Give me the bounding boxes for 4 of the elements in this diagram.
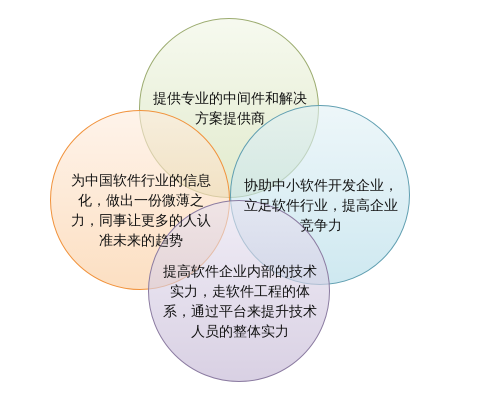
circle-text: 提高软件企业内部的技术实力，走软件工程的体系，通过平台来提升技术人员的整体实力 [162,263,318,342]
circle-text: 提供专业的中间件和解决方案提供商 [152,90,308,129]
circle-text: 协助中小软件开发企业，立足软件行业，提高企业竞争力 [243,177,399,236]
circle-text: 为中国软件行业的信息化，做出一份微薄之力，同事让更多的人认准未来的趋势 [70,172,212,251]
